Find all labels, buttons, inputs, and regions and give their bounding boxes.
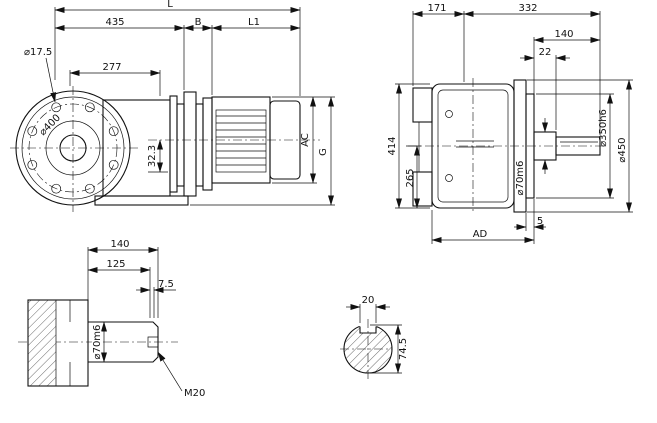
- side-view: L 435 B L1 277 ⌀17.5 ⌀400 32.3 AC G: [10, 0, 335, 212]
- dim-label-L1: L1: [248, 17, 260, 28]
- dimension-labels: 140 125 7.5 ⌀70m6 M20: [91, 239, 206, 399]
- dim-label-dia70m6: ⌀70m6: [515, 161, 526, 196]
- motor-fan-cowl: [269, 100, 301, 180]
- mounting-foot: [94, 195, 189, 206]
- dimension-lines: [45, 6, 335, 206]
- oil-level-lines: [456, 140, 494, 148]
- dim-label-22: 22: [539, 47, 552, 58]
- dim-label-AD: AD: [473, 229, 488, 240]
- dim-label-140: 140: [110, 239, 129, 250]
- gear-housing: [94, 99, 189, 206]
- shaft-detail-view: 140 125 7.5 ⌀70m6 M20: [18, 239, 205, 399]
- dim-label-140: 140: [554, 29, 573, 40]
- dim-label-7-5: 7.5: [158, 279, 174, 290]
- dim-label-32-3: 32.3: [147, 145, 158, 167]
- bolt-hole-leader: [45, 57, 57, 103]
- dim-label-5: 5: [537, 216, 543, 227]
- bolt-holes: [27, 102, 119, 194]
- dimension-lines: [87, 247, 183, 392]
- output-shaft: [555, 136, 601, 156]
- dim-label-414: 414: [387, 136, 398, 155]
- dim-label-dia400: ⌀400: [37, 112, 63, 138]
- housing-bolt-hole: [445, 110, 453, 118]
- dim-label-435: 435: [105, 17, 124, 28]
- dimension-labels: 171 332 140 22 414 265 ⌀350h6 ⌀450 ⌀70m6…: [387, 3, 628, 240]
- housing-wall-section: [27, 299, 89, 387]
- dim-label-B: B: [195, 17, 202, 28]
- dim-label-AC: AC: [300, 133, 311, 147]
- housing-bolt-hole: [445, 174, 453, 182]
- motor-fins: [215, 109, 267, 173]
- dim-label-dia350h6: ⌀350h6: [598, 109, 609, 147]
- dim-label-277: 277: [102, 62, 121, 73]
- left-flange-tab: [412, 87, 433, 123]
- flange-outer-circle: [15, 90, 131, 206]
- dimension-labels: 20 74.5: [362, 295, 409, 360]
- shaft-bore-circle: [59, 134, 87, 162]
- output-shaft-detail: [88, 321, 159, 363]
- front-view: 171 332 140 22 414 265 ⌀350h6 ⌀450 ⌀70m6…: [387, 3, 633, 244]
- motor: [211, 96, 301, 184]
- dimension-lines: [346, 304, 402, 374]
- motor-adapter-flange: [169, 91, 213, 197]
- output-side: [513, 79, 601, 213]
- dim-label-L: L: [167, 0, 173, 10]
- dim-label-G: G: [318, 148, 329, 156]
- dim-label-M20: M20: [184, 388, 205, 399]
- m20-leader: [157, 351, 183, 392]
- centerlines: [10, 86, 320, 212]
- dim-label-171: 171: [427, 3, 446, 14]
- dim-label-dia450: ⌀450: [617, 137, 628, 162]
- dimension-lines: [395, 11, 633, 244]
- m20-tapped-hole: [147, 336, 158, 348]
- centerlines: [408, 78, 604, 214]
- dim-label-265: 265: [405, 168, 416, 187]
- dim-label-dia17-5: ⌀17.5: [24, 47, 52, 58]
- dim-label-20: 20: [362, 295, 375, 306]
- dim-label-dia70m6: ⌀70m6: [92, 325, 103, 360]
- dim-label-74-5: 74.5: [398, 338, 409, 360]
- shaft-section-view: 20 74.5: [340, 295, 409, 381]
- dim-label-125: 125: [106, 259, 125, 270]
- output-flange: [15, 90, 131, 206]
- dim-label-332: 332: [518, 3, 537, 14]
